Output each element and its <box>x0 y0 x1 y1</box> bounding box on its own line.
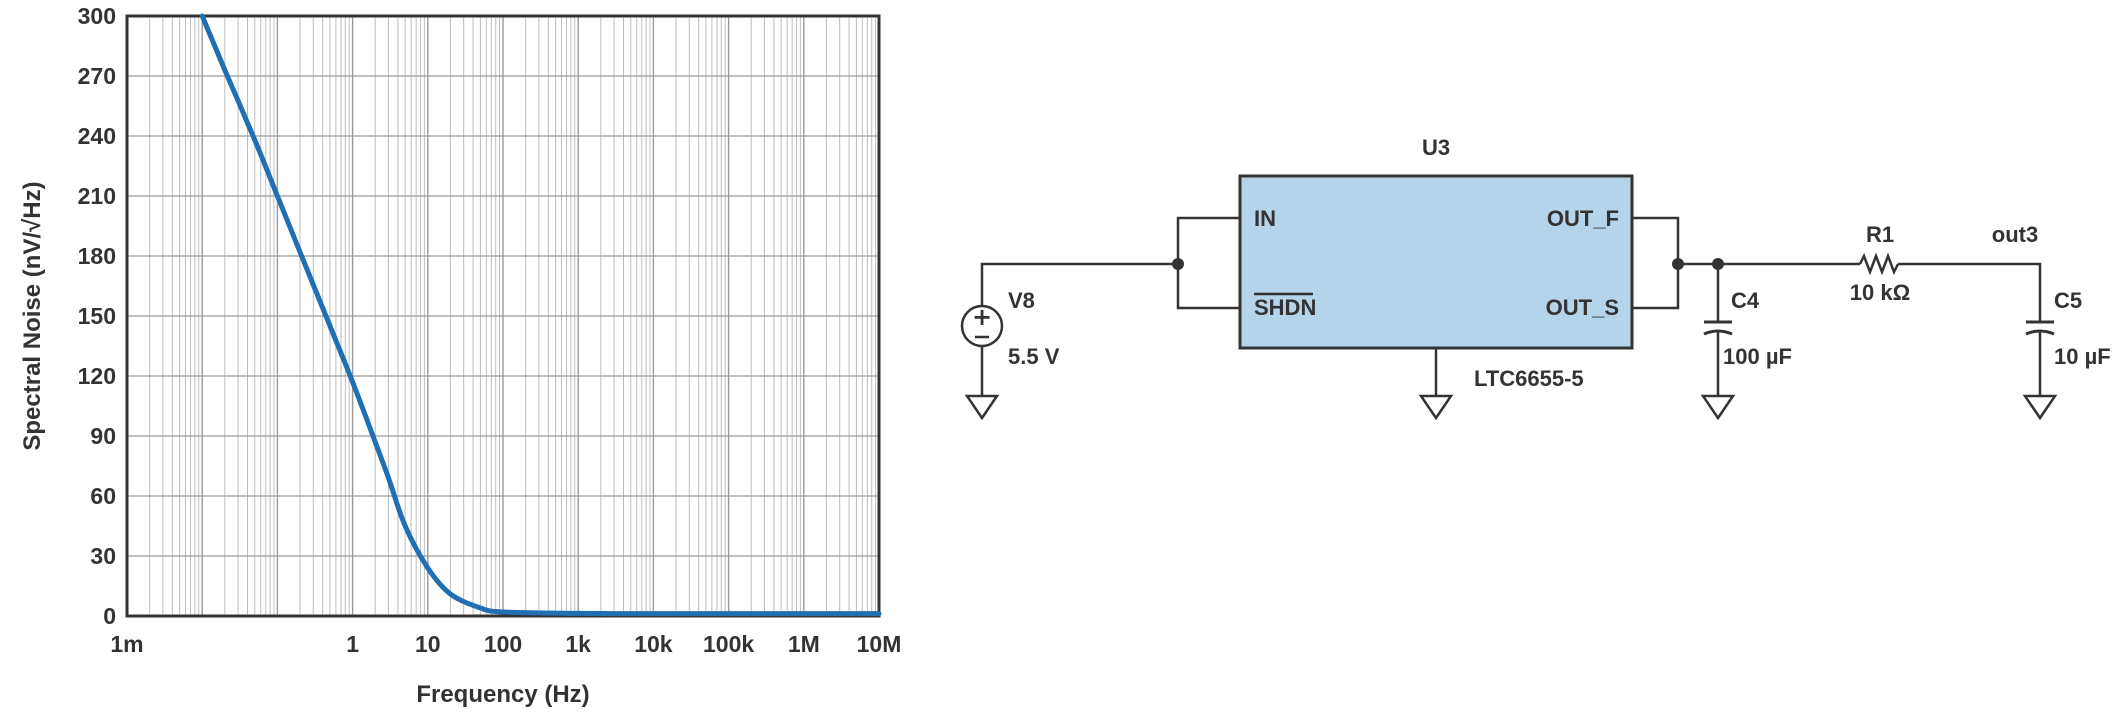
c4-value-label: 100 µF <box>1723 344 1792 369</box>
pin-shdn-label: SHDN <box>1254 295 1316 320</box>
out3-net-label: out3 <box>1992 222 2038 247</box>
y-tick-label: 210 <box>78 183 116 209</box>
y-tick-label: 180 <box>78 243 116 269</box>
pin-out-s-label: OUT_S <box>1546 295 1619 320</box>
y-tick-labels: 0 30 60 90 120 150 180 210 240 270 300 <box>78 3 116 629</box>
supply-wire <box>980 262 1178 306</box>
r1-value-label: 10 kΩ <box>1850 280 1910 305</box>
pin-in-label: IN <box>1254 206 1276 231</box>
c5-ref-label: C5 <box>2054 288 2082 313</box>
output-pin-wires <box>1632 216 1680 310</box>
capacitor-c4-bottom-plate <box>1703 329 1733 336</box>
noise-series-line <box>199 13 882 617</box>
ground-icon <box>2022 394 2058 421</box>
resistor-r1-icon <box>1858 252 1900 276</box>
x-tick-label: 1k <box>565 631 591 657</box>
x-tick-label: 1 <box>346 631 359 657</box>
source-ref-label: V8 <box>1008 288 1035 313</box>
x-tick-label: 10k <box>634 631 673 657</box>
out3-net-wire <box>1898 262 2042 322</box>
y-tick-label: 90 <box>90 423 116 449</box>
y-tick-label: 270 <box>78 63 116 89</box>
source-plus-icon: + <box>972 303 992 331</box>
pin-out-f-label: OUT_F <box>1547 206 1619 231</box>
y-tick-label: 0 <box>103 603 116 629</box>
ground-icon <box>1418 394 1454 421</box>
ground-icon <box>1700 394 1736 421</box>
x-tick-label: 100 <box>484 631 522 657</box>
x-tick-label: 10M <box>857 631 902 657</box>
circuit-schematic: U3 LTC6655-5 IN SHDN OUT_F OUT_S + V8 5.… <box>960 135 2111 421</box>
ic-body <box>1238 174 1634 350</box>
x-tick-label: 100k <box>703 631 754 657</box>
x-axis-label: Frequency (Hz) <box>416 681 589 708</box>
input-pin-wires <box>1176 216 1240 310</box>
y-tick-label: 300 <box>78 3 116 29</box>
chart-grid <box>127 16 879 616</box>
ic-part-label: LTC6655-5 <box>1474 366 1584 391</box>
junction-output-pins <box>1672 258 1684 270</box>
source-value-label: 5.5 V <box>1008 344 1060 369</box>
y-tick-label: 30 <box>90 543 116 569</box>
x-tick-labels: 1m 1 10 100 1k 10k 100k 1M 10M <box>110 631 901 657</box>
ground-icon <box>964 394 1000 421</box>
series-layer <box>199 13 882 617</box>
x-tick-label: 1m <box>110 631 143 657</box>
junction-input <box>1172 258 1184 270</box>
y-tick-label: 240 <box>78 123 116 149</box>
y-tick-label: 120 <box>78 363 116 389</box>
ic-ref-label: U3 <box>1422 135 1450 160</box>
y-tick-label: 150 <box>78 303 116 329</box>
noise-chart: 1m 1 10 100 1k 10k 100k 1M 10M 0 30 60 90 120 150 180 2… <box>19 3 901 708</box>
c5-value-label: 10 µF <box>2054 344 2111 369</box>
c4-ref-label: C4 <box>1731 288 1760 313</box>
plot-frame <box>125 14 881 618</box>
r1-ref-label: R1 <box>1866 222 1894 247</box>
x-tick-label: 10 <box>415 631 441 657</box>
x-tick-label: 1M <box>788 631 820 657</box>
y-tick-label: 60 <box>90 483 116 509</box>
y-axis-label: Spectral Noise (nV/√Hz) <box>19 181 46 450</box>
capacitor-c5-bottom-plate <box>2025 329 2055 336</box>
